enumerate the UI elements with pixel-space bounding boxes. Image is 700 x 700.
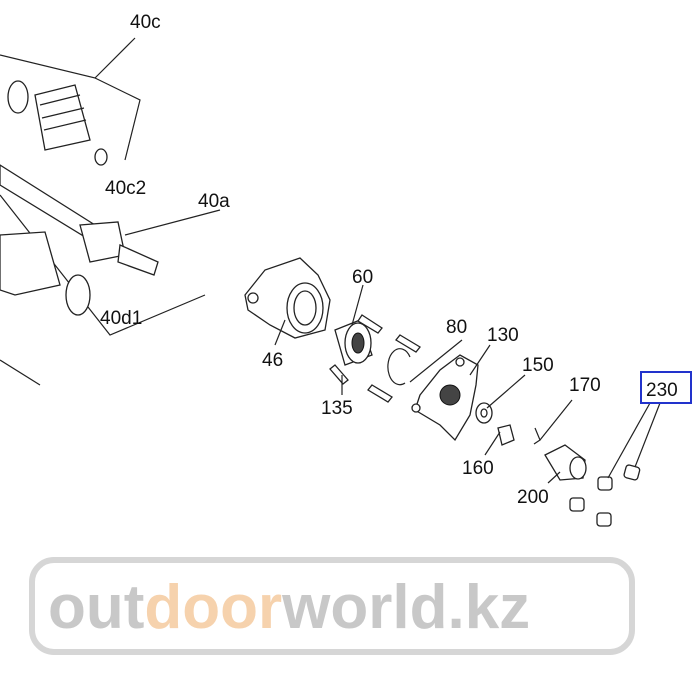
- washer: [475, 402, 493, 424]
- highlight-box: [640, 371, 692, 404]
- boot-40c: [34, 84, 91, 151]
- drive-shaft: [0, 80, 159, 316]
- callout-46[interactable]: 46: [262, 350, 283, 371]
- callout-40d1[interactable]: 40d1: [100, 308, 142, 329]
- watermark: outdoorworld.kz: [29, 557, 635, 655]
- watermark-text: outdoorworld.kz: [48, 573, 530, 642]
- snap-ring: [387, 348, 411, 386]
- callout-40c2[interactable]: 40c2: [105, 178, 146, 199]
- callout-150[interactable]: 150: [522, 355, 554, 376]
- callout-230[interactable]: 230: [646, 380, 678, 401]
- wheel-nuts: [569, 464, 641, 527]
- callout-135[interactable]: 135: [321, 398, 353, 419]
- callout-160[interactable]: 160: [462, 458, 494, 479]
- callout-40a[interactable]: 40a: [198, 191, 230, 212]
- hub-cap: [544, 444, 587, 481]
- group-bracket-lines: [0, 37, 206, 386]
- bolts: [329, 314, 421, 403]
- clamp-40c2: [94, 148, 108, 166]
- cotter-pin: [533, 427, 541, 445]
- ring-40d1: [65, 274, 91, 316]
- leader-lines: [124, 209, 661, 484]
- callout-60[interactable]: 60: [352, 267, 373, 288]
- hub: [411, 354, 479, 442]
- callout-130[interactable]: 130: [487, 325, 519, 346]
- hub-nut: [497, 424, 515, 446]
- watermark-frame: [29, 557, 635, 655]
- knuckle: [244, 257, 331, 339]
- callout-40c[interactable]: 40c: [130, 12, 161, 33]
- callout-80[interactable]: 80: [446, 317, 467, 338]
- callout-170[interactable]: 170: [569, 375, 601, 396]
- callout-200[interactable]: 200: [517, 487, 549, 508]
- boot-40d: [0, 231, 61, 296]
- ring-40c: [7, 80, 29, 114]
- bearing: [334, 319, 373, 366]
